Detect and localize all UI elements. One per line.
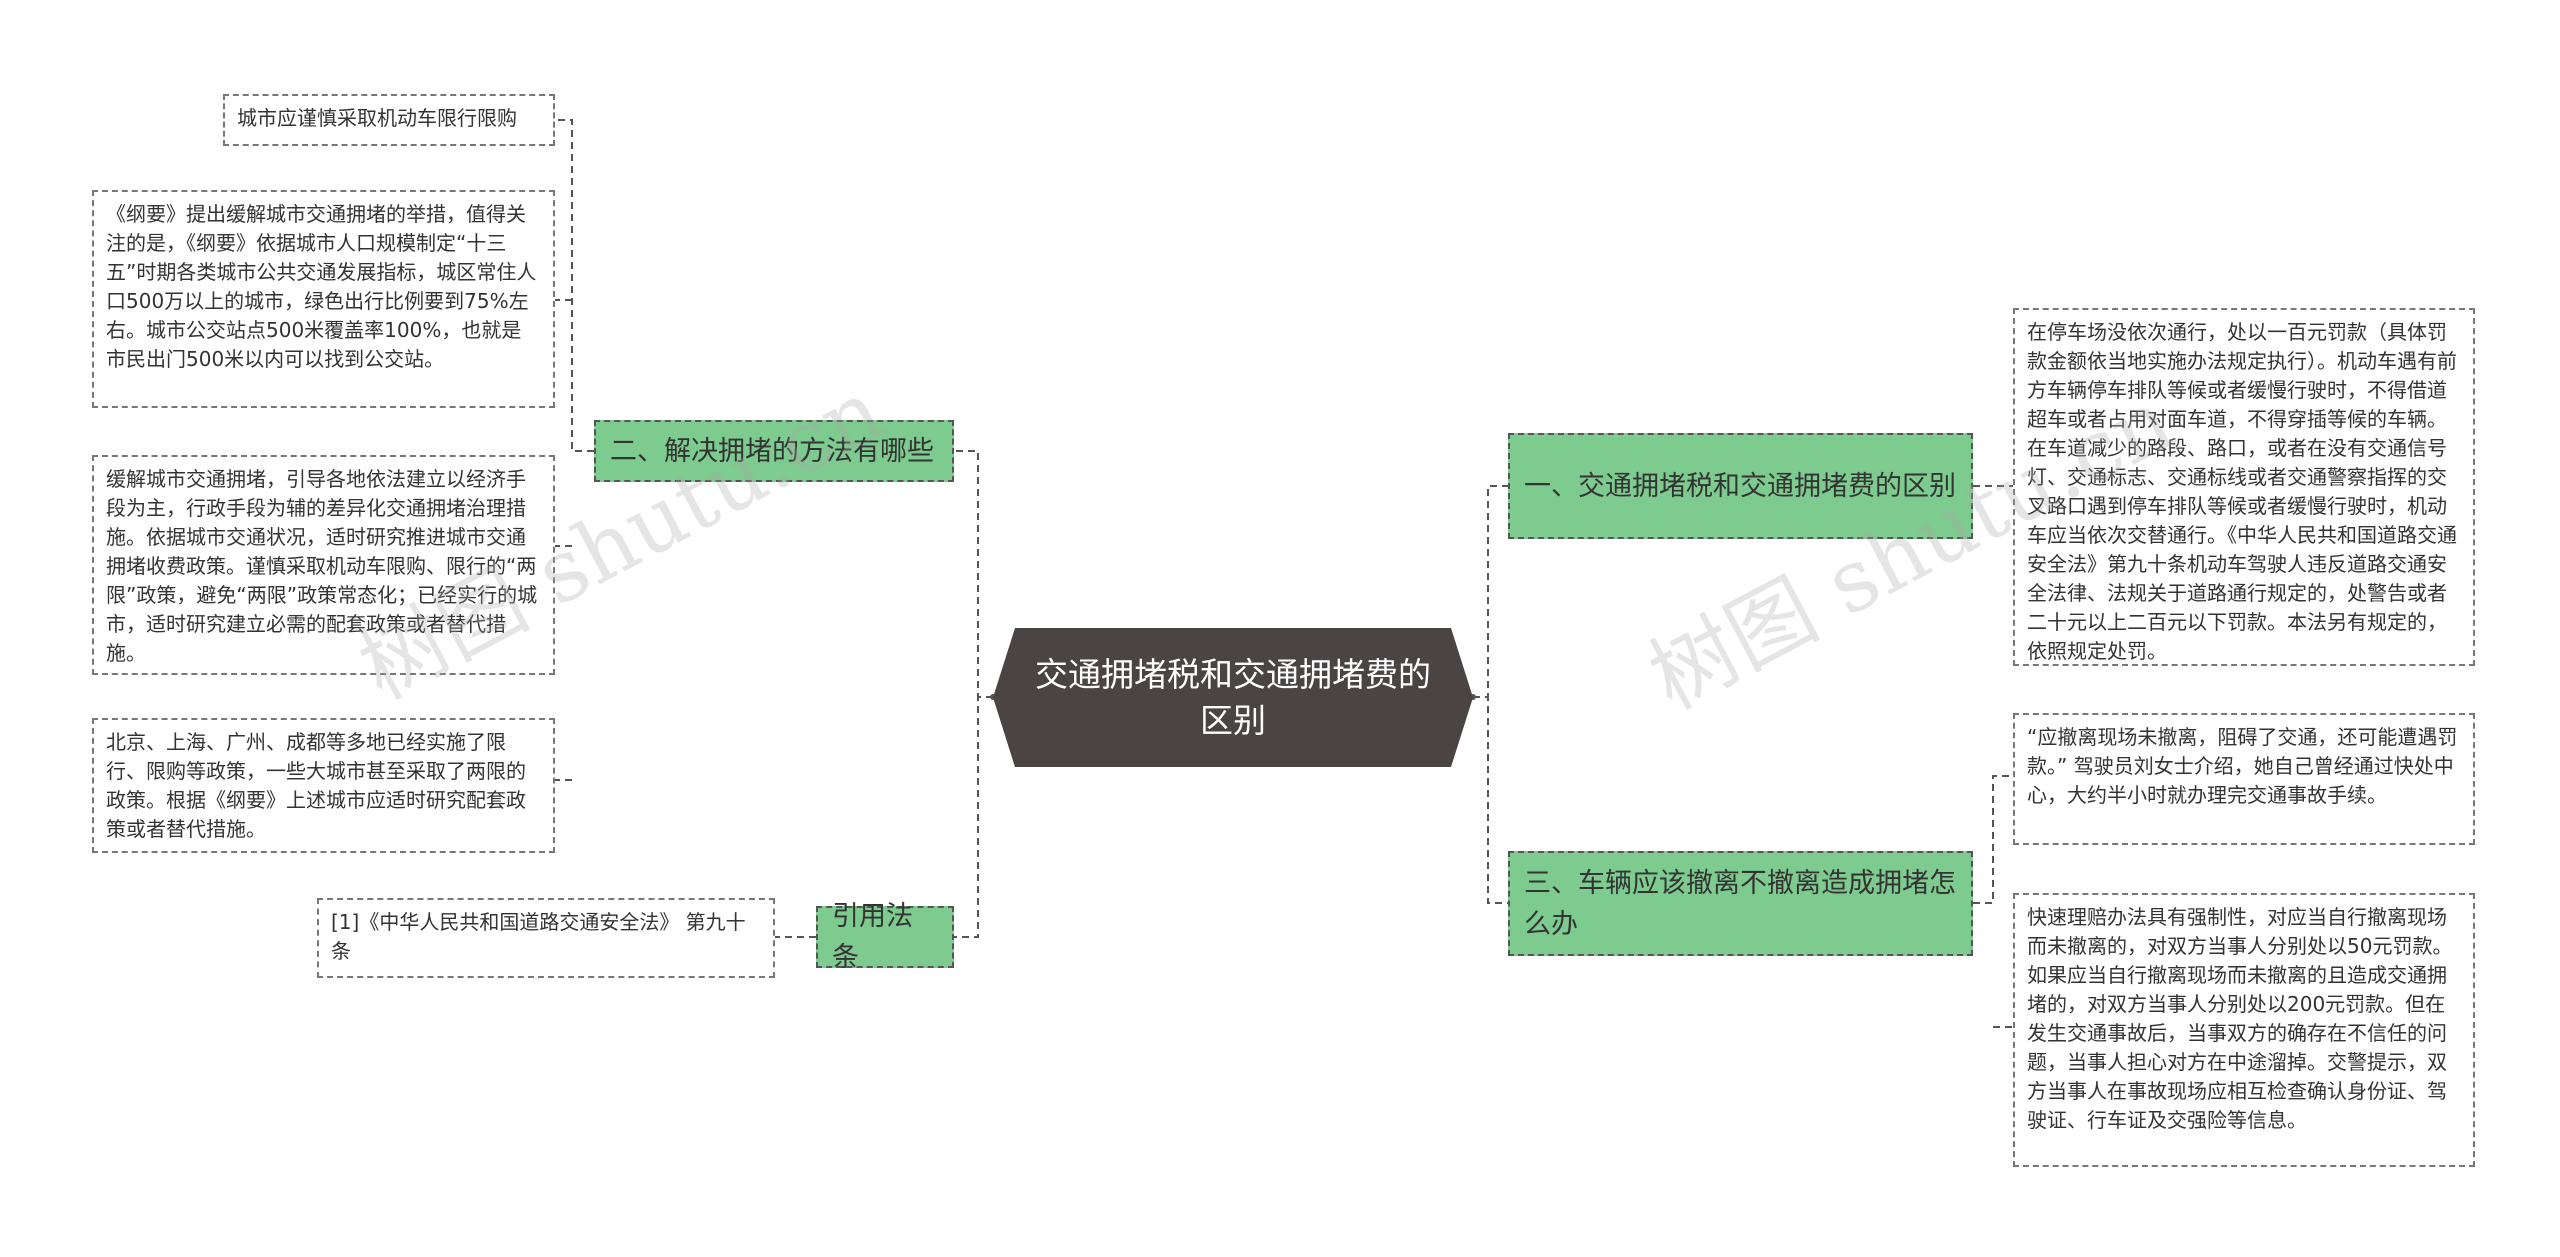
leaf-ease-congestion-text: 缓解城市交通拥堵，引导各地依法建立以经济手段为主，行政手段为辅的差异化交通拥堵治… <box>106 467 538 665</box>
link-evacuate-leaves <box>1973 775 2013 1028</box>
branch-difference[interactable]: 一、交通拥堵税和交通拥堵费的区别 <box>1508 433 1973 539</box>
leaf-limit-purchase-text: 城市应谨慎采取机动车限行限购 <box>237 106 517 130</box>
leaf-quote[interactable]: “应撤离现场未撤离，阻碍了交通，还可能遭遇罚款。” 驾驶员刘女士介绍，她自己曾经… <box>2013 713 2475 845</box>
leaf-ease-congestion[interactable]: 缓解城市交通拥堵，引导各地依法建立以经济手段为主，行政手段为辅的差异化交通拥堵治… <box>92 455 555 675</box>
root-label: 交通拥堵税和交通拥堵费的区别 <box>1035 654 1431 740</box>
leaf-quick-claim[interactable]: 快速理赔办法具有强制性，对应当自行撤离现场而未撤离的，对双方当事人分别处以50元… <box>2013 893 2475 1167</box>
link-solutions-leaves <box>555 119 594 781</box>
branch-law-label: 引用法条 <box>832 901 913 973</box>
leaf-parking-lot-text: 在停车场没依次通行，处以一百元罚款（具体罚款金额依当地实施办法规定执行）。机动车… <box>2027 320 2457 663</box>
link-root-difference <box>1473 485 1508 698</box>
link-root-solutions <box>954 450 993 698</box>
leaf-parking-lot[interactable]: 在停车场没依次通行，处以一百元罚款（具体罚款金额依当地实施办法规定执行）。机动车… <box>2013 308 2475 666</box>
leaf-quote-text: “应撤离现场未撤离，阻碍了交通，还可能遭遇罚款。” 驾驶员刘女士介绍，她自己曾经… <box>2027 725 2458 807</box>
branch-evacuate-label: 三、车辆应该撤离不撤离造成拥堵怎么办 <box>1524 867 1956 940</box>
leaf-limit-purchase[interactable]: 城市应谨慎采取机动车限行限购 <box>223 94 555 146</box>
leaf-big-cities-text: 北京、上海、广州、成都等多地已经实施了限行、限购等政策，一些大城市甚至采取了两限… <box>106 730 526 841</box>
root-node[interactable]: 交通拥堵税和交通拥堵费的区别 <box>993 628 1473 767</box>
leaf-quick-claim-text: 快速理赔办法具有强制性，对应当自行撤离现场而未撤离的，对双方当事人分别处以50元… <box>2027 905 2453 1132</box>
branch-evacuate[interactable]: 三、车辆应该撤离不撤离造成拥堵怎么办 <box>1508 851 1973 956</box>
leaf-outline[interactable]: 《纲要》提出缓解城市交通拥堵的举措，值得关注的是，《纲要》依据城市人口规模制定“… <box>92 190 555 408</box>
leaf-law-ref[interactable]: [1]《中华人民共和国道路交通安全法》 第九十条 <box>317 898 775 978</box>
branch-law[interactable]: 引用法条 <box>816 901 954 973</box>
branch-solutions[interactable]: 二、解决拥堵的方法有哪些 <box>594 420 954 482</box>
leaf-outline-text: 《纲要》提出缓解城市交通拥堵的举措，值得关注的是，《纲要》依据城市人口规模制定“… <box>106 202 537 371</box>
leaf-law-ref-text: [1]《中华人民共和国道路交通安全法》 第九十条 <box>331 910 746 963</box>
link-root-evacuate <box>1473 696 1508 904</box>
branch-solutions-label: 二、解决拥堵的方法有哪些 <box>610 435 934 467</box>
branch-difference-label: 一、交通拥堵税和交通拥堵费的区别 <box>1524 470 1956 502</box>
leaf-big-cities[interactable]: 北京、上海、广州、成都等多地已经实施了限行、限购等政策，一些大城市甚至采取了两限… <box>92 718 555 853</box>
link-root-law <box>954 696 993 938</box>
